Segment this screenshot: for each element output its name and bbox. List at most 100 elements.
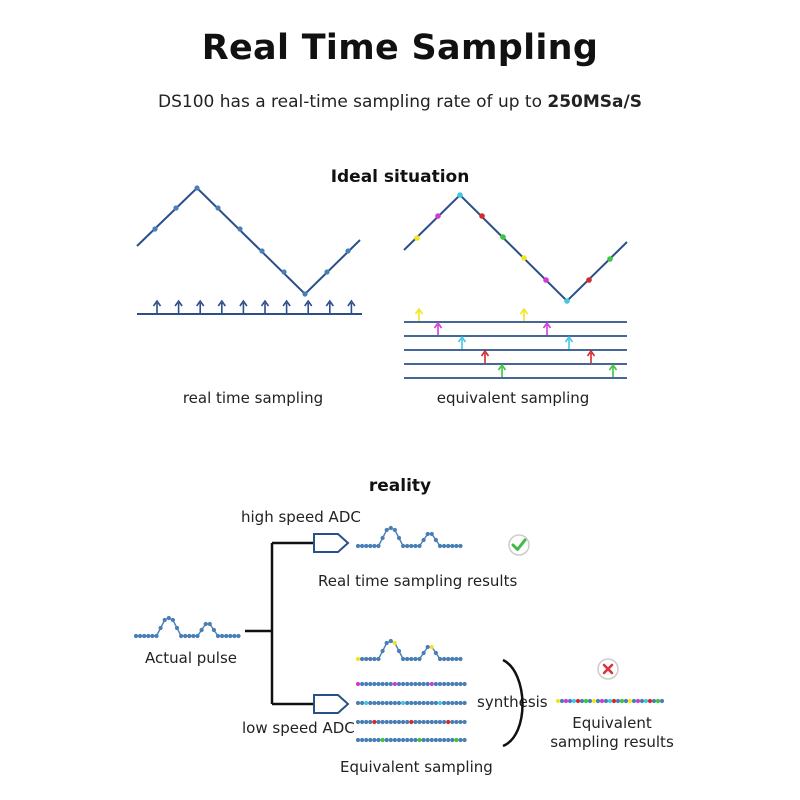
pulse-dot xyxy=(158,625,163,631)
subtitle-highlight: 250MSa/S xyxy=(547,92,642,112)
pulse-dot xyxy=(392,527,397,533)
sample-dot xyxy=(414,235,420,241)
high-speed-adc-icon xyxy=(313,533,350,553)
pulse-dot xyxy=(360,543,365,549)
pulse-dot xyxy=(425,644,430,650)
row-dot xyxy=(405,737,410,743)
row-dot xyxy=(388,737,393,743)
pulse-dot xyxy=(174,625,180,631)
reality-heading: reality xyxy=(368,476,432,496)
result-dot xyxy=(559,698,565,704)
row-dot xyxy=(364,719,369,725)
pulse-dot xyxy=(191,633,196,639)
row-dot xyxy=(462,681,467,687)
pulse-dot xyxy=(396,648,402,654)
result-dot xyxy=(635,698,641,704)
pulse-dot xyxy=(437,543,443,549)
row-dot xyxy=(413,737,418,743)
result-dot xyxy=(607,698,613,704)
equivalent-results-line1: Equivalent xyxy=(572,714,652,732)
row-dot xyxy=(376,737,381,743)
subtitle-prefix: DS100 has a real-time sampling rate of u… xyxy=(158,92,548,112)
row-dot xyxy=(425,737,430,743)
equivalent-baselines xyxy=(404,307,627,379)
sample-dot xyxy=(259,248,265,254)
row-dot xyxy=(368,681,373,687)
pulse-dot xyxy=(429,644,434,650)
row-dot xyxy=(458,737,463,743)
pulse-dot xyxy=(409,656,414,662)
sample-arrow xyxy=(542,321,552,335)
row-dot xyxy=(388,681,393,687)
result-dot xyxy=(619,698,625,704)
ideal-heading: Ideal situation xyxy=(330,167,470,187)
sample-arrow xyxy=(260,299,270,313)
real-time-result-waveform xyxy=(355,525,463,549)
result-dot xyxy=(655,698,661,704)
pulse-line xyxy=(358,640,461,660)
row-dot xyxy=(446,681,451,687)
result-dot xyxy=(567,698,573,704)
pulse-dot xyxy=(215,633,221,639)
pulse-dot xyxy=(454,543,459,549)
pulse-dot xyxy=(421,650,426,656)
pulse-dot xyxy=(220,633,225,639)
sample-arrow xyxy=(519,307,529,321)
row-dot xyxy=(437,681,443,687)
pulse-dot xyxy=(384,527,389,533)
result-dot xyxy=(627,698,633,704)
row-dot xyxy=(417,719,422,725)
row-dot xyxy=(380,737,385,743)
pulse-dot xyxy=(417,656,422,662)
result-dot xyxy=(587,698,593,704)
pulse-dot xyxy=(142,633,147,639)
sample-dot xyxy=(500,234,506,240)
row-dot xyxy=(368,700,373,706)
sample-arrow xyxy=(433,321,443,335)
row-dot xyxy=(454,681,459,687)
result-dot xyxy=(639,698,645,704)
sample-dot xyxy=(173,205,179,211)
row-dot xyxy=(372,737,377,743)
row-dot xyxy=(396,700,402,706)
page-title: Real Time Sampling xyxy=(201,28,599,68)
pulse-line xyxy=(136,617,239,637)
row-dot xyxy=(376,700,381,706)
row-dot xyxy=(392,719,397,725)
row-dot xyxy=(446,719,451,725)
pulse-dot xyxy=(376,543,381,549)
pulse-dot xyxy=(355,543,361,549)
row-dot xyxy=(380,681,385,687)
pulse-dot xyxy=(413,543,418,549)
row-dot xyxy=(401,681,406,687)
row-dot xyxy=(417,700,422,706)
real-time-baseline xyxy=(137,299,362,315)
row-dot xyxy=(364,681,369,687)
pulse-dot xyxy=(133,633,139,639)
pulse-dot xyxy=(138,633,143,639)
pulse-dot xyxy=(203,621,208,627)
pulse-dot xyxy=(207,621,212,627)
row-dot xyxy=(355,681,361,687)
sample-arrow xyxy=(217,299,226,313)
pulse-dot xyxy=(224,633,229,639)
sample-arrow xyxy=(586,349,596,363)
row-dot xyxy=(376,681,381,687)
row-dot xyxy=(454,700,459,706)
sample-dot xyxy=(479,213,485,219)
pulse-dot xyxy=(409,543,414,549)
pulse-dot xyxy=(146,633,151,639)
result-dot xyxy=(555,698,561,704)
result-dot xyxy=(591,698,597,704)
row-dot xyxy=(372,719,377,725)
synthesis-label: synthesis xyxy=(477,693,548,711)
sample-dot xyxy=(586,277,592,283)
row-dot xyxy=(437,737,443,743)
result-dot xyxy=(615,698,621,704)
pulse-dot xyxy=(405,543,410,549)
equivalent-result-row xyxy=(555,698,665,704)
page-subtitle: DS100 has a real-time sampling rate of u… xyxy=(0,92,800,112)
pulse-dot xyxy=(458,656,463,662)
row-dot xyxy=(364,737,369,743)
